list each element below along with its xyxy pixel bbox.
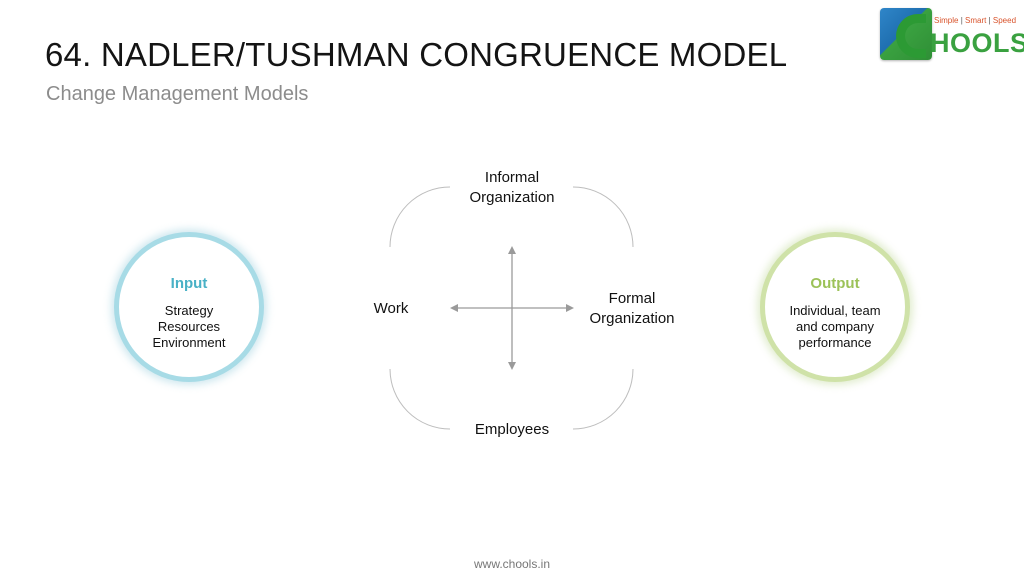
page-title: 64. NADLER/TUSHMAN CONGRUENCE MODEL <box>45 36 788 73</box>
input-heading: Input <box>170 275 208 292</box>
output-heading: Output <box>810 275 860 292</box>
input-item: Strategy <box>164 303 214 318</box>
output-item: and company <box>795 319 875 334</box>
node-work: Work <box>373 300 409 317</box>
arc-top-left <box>389 186 451 248</box>
output-item: Individual, team <box>789 303 881 318</box>
footer-url[interactable]: www.chools.in <box>473 557 551 571</box>
logo-tagline: Simple | Smart | Speed <box>934 16 1017 25</box>
input-item: Environment <box>152 335 226 350</box>
page-subtitle: Change Management Models <box>46 83 309 105</box>
arc-top-right <box>572 186 634 248</box>
output-circle: Output Individual, team and company perf… <box>760 232 910 382</box>
arc-bottom-right <box>572 368 634 430</box>
input-circle: Input Strategy Resources Environment <box>114 232 264 382</box>
node-employees: Employees <box>474 421 550 438</box>
output-item: performance <box>798 335 872 350</box>
logo-wordmark: HOOLS <box>930 28 1024 58</box>
input-item: Resources <box>157 319 221 334</box>
arc-bottom-left <box>389 368 451 430</box>
chools-logo: Simple | Smart | Speed HOOLS <box>880 8 1024 62</box>
node-informal-organization: Informal Organization <box>469 169 555 206</box>
logo-badge <box>880 8 932 60</box>
input-items: Strategy Resources Environment <box>125 303 253 351</box>
node-formal-organization: Formal Organization <box>589 290 675 327</box>
output-items: Individual, team and company performance <box>771 303 899 351</box>
